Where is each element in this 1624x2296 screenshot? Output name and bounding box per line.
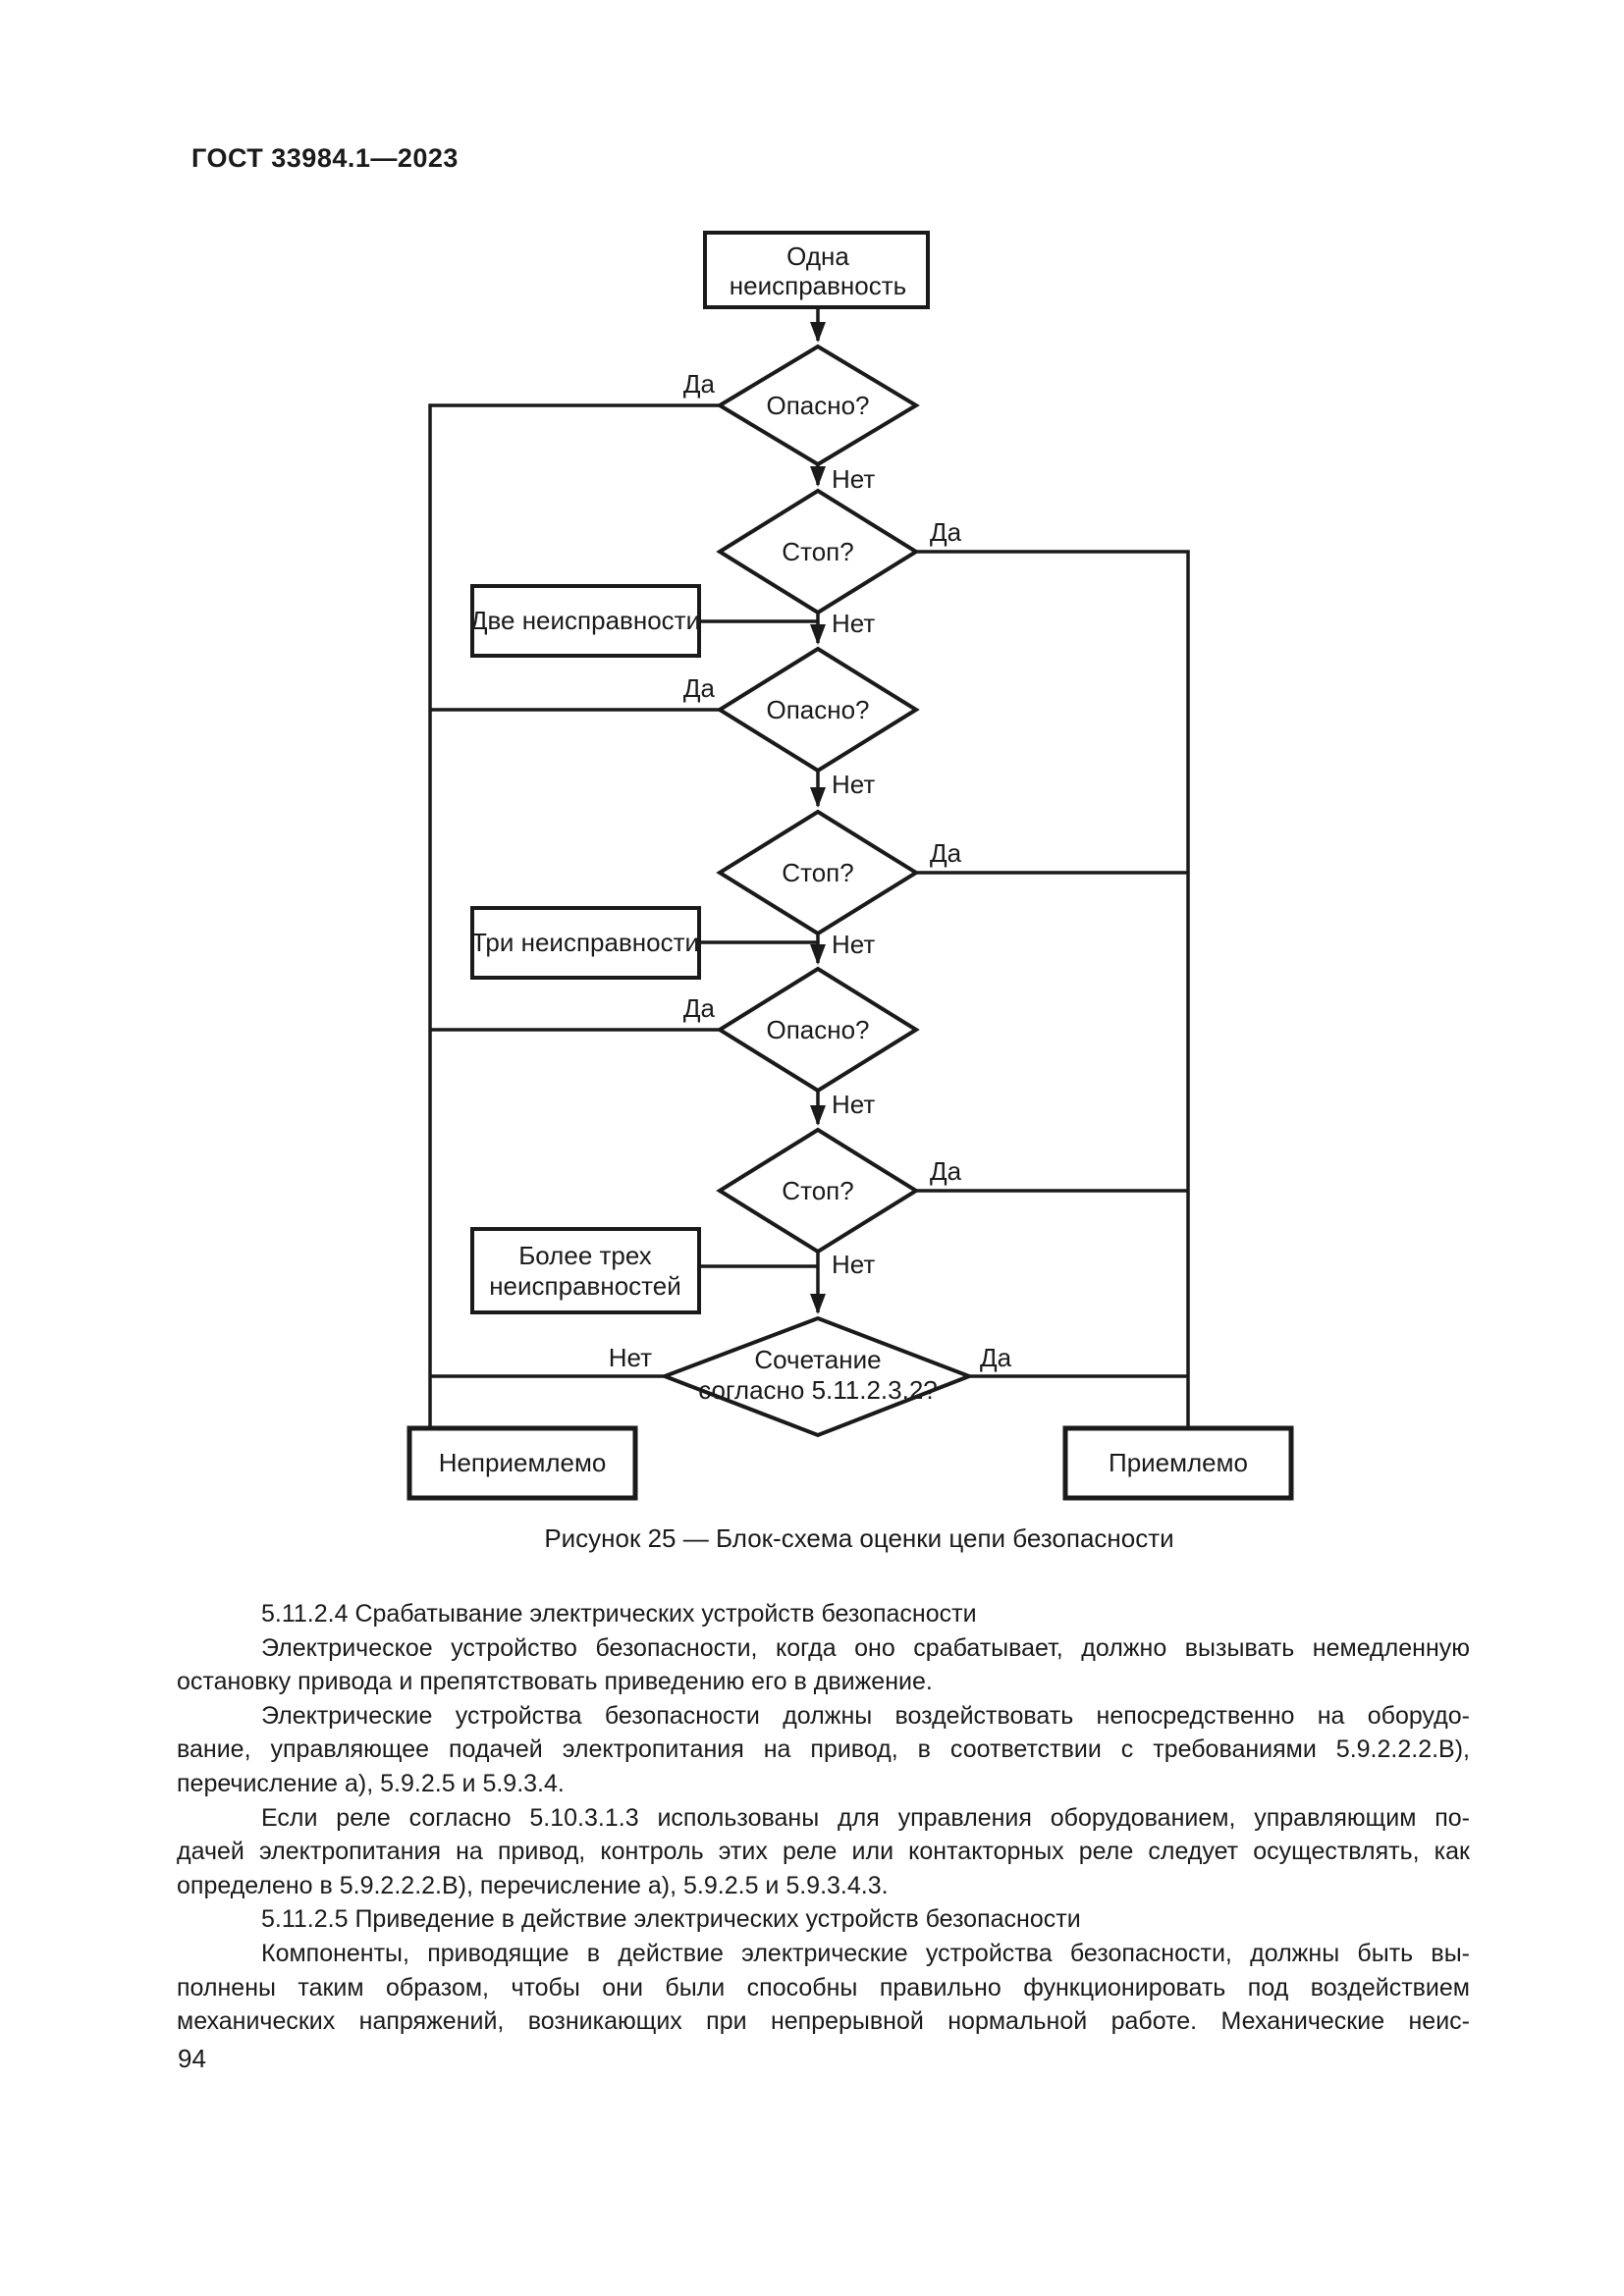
danger1-diamond	[716, 344, 920, 467]
stop2-diamond	[716, 809, 920, 936]
body-line: 5.11.2.4 Срабатывание электрических устр…	[261, 1600, 977, 1628]
figure-caption: Рисунок 25 — Блок-схема оценки цепи безо…	[544, 1523, 1174, 1553]
stop1-yes-label: Да	[930, 517, 962, 547]
stop3-no-label: Нет	[832, 1250, 875, 1279]
danger2-diamond	[716, 646, 920, 774]
combination-label-line1: Сочетание	[754, 1345, 881, 1374]
start-box-label-line1: Одна	[786, 241, 849, 271]
flowchart-figure: Одна неисправность Опасно? Стоп? Две неи…	[406, 231, 1294, 1501]
body-line: определено в 5.9.2.2.2.В), перечисление …	[177, 1871, 889, 1899]
danger3-diamond	[716, 966, 920, 1094]
danger3-yes-label: Да	[683, 993, 716, 1023]
stop1-diamond	[716, 488, 920, 615]
danger3-no-label: Нет	[832, 1090, 875, 1119]
danger2-no-label: Нет	[832, 770, 875, 799]
more-three-label-line1: Более трех	[518, 1241, 652, 1270]
stop3-diamond	[716, 1127, 920, 1255]
combination-yes-label: Да	[980, 1343, 1012, 1372]
page-header: ГОСТ 33984.1—2023	[191, 143, 459, 173]
more-three-box	[470, 1227, 701, 1314]
stop2-no-label: Нет	[832, 930, 875, 959]
right-trunk-line	[916, 550, 1190, 1428]
two-faults-label: Две неисправности	[470, 606, 700, 635]
stop1-label: Стоп?	[782, 537, 853, 566]
acceptable-box	[1062, 1425, 1294, 1501]
left-trunk-line	[428, 403, 720, 1428]
body-line: Электрическое устройство безопасности, к…	[261, 1633, 1470, 1662]
danger1-no-label: Нет	[832, 464, 875, 494]
unacceptable-label: Неприемлемо	[439, 1448, 607, 1477]
three-faults-box	[470, 906, 701, 980]
body-line: дачей электропитания на привод, контроль…	[177, 1838, 1470, 1866]
danger2-yes-label: Да	[683, 673, 716, 703]
unacceptable-box	[406, 1425, 638, 1501]
stop2-yes-label: Да	[930, 838, 962, 868]
page-number: 94	[178, 2044, 206, 2073]
start-box-label-line2: неисправность	[730, 271, 906, 300]
combination-no-label: Нет	[609, 1343, 652, 1372]
acceptable-label: Приемлемо	[1109, 1448, 1248, 1477]
combination-label-line2: согласно 5.11.2.3.2?	[698, 1375, 938, 1405]
body-line: Если реле согласно 5.10.3.1.3 использова…	[261, 1803, 1470, 1832]
stop3-label: Стоп?	[782, 1176, 853, 1205]
stop1-no-label: Нет	[832, 609, 875, 638]
body-line: Компоненты, приводящие в действие электр…	[261, 1939, 1470, 1967]
danger1-label: Опасно?	[766, 391, 869, 420]
combination-diamond	[659, 1315, 975, 1438]
start-box	[703, 231, 930, 309]
three-faults-label: Три неисправности	[471, 928, 699, 957]
body-line: 5.11.2.5 Приведение в действие электриче…	[261, 1905, 1081, 1934]
body-line: полнены таким образом, чтобы они были сп…	[177, 1973, 1470, 2002]
body-line: Электрические устройства безопасности до…	[261, 1701, 1470, 1730]
body-text: 5.11.2.4 Срабатывание электрических устр…	[177, 1597, 1470, 2039]
danger2-label: Опасно?	[766, 695, 869, 724]
more-three-label-line2: неисправностей	[489, 1271, 681, 1301]
danger1-yes-label: Да	[683, 369, 716, 399]
body-line: остановку привода и препятствовать приве…	[177, 1668, 933, 1696]
two-faults-box	[470, 584, 701, 658]
body-line: перечисление а), 5.9.2.5 и 5.9.3.4.	[177, 1769, 565, 1797]
danger3-label: Опасно?	[766, 1015, 869, 1044]
stop2-label: Стоп?	[782, 858, 853, 887]
body-line: вание, управляющее подачей электропитани…	[177, 1735, 1470, 1764]
body-line: механических напряжений, возникающих при…	[177, 2007, 1470, 2036]
stop3-yes-label: Да	[930, 1156, 962, 1186]
